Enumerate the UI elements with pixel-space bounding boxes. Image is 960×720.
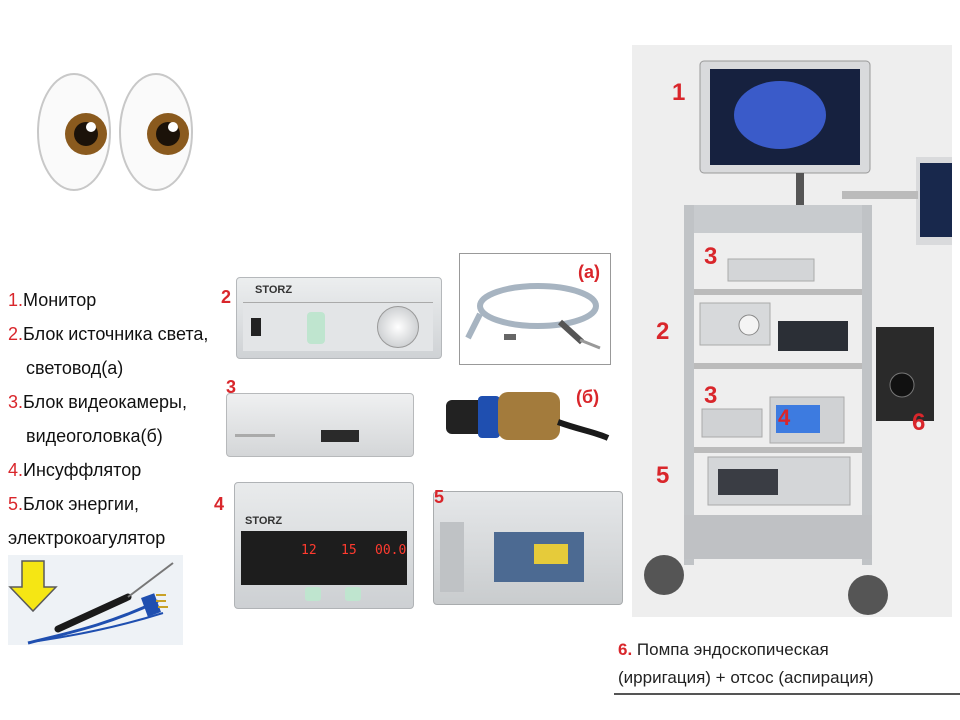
pump-caption-line2: (ирригация) + отсос (аспирация): [618, 668, 874, 687]
camera-unit-image: [226, 393, 414, 457]
caption-underline: [614, 693, 960, 695]
electrocoagulator-drawing: [8, 560, 174, 645]
light-guide-image: [459, 253, 611, 365]
legend-item: видеоголовка(б): [26, 426, 163, 446]
rack-label-camera-mid: 3: [704, 382, 718, 409]
rack-label-energy: 5: [656, 462, 670, 489]
camera-head-image: [446, 392, 610, 441]
rack-label-insufflator: 4: [778, 405, 791, 430]
storz-logo: STORZ: [245, 515, 283, 527]
down-arrow-icon: [8, 560, 58, 613]
label-light-source: 2: [221, 287, 232, 307]
label-insufflator: 4: [214, 494, 225, 514]
legend-item: электрокоагулятор: [8, 528, 166, 548]
energy-unit-image: [433, 491, 623, 605]
endoscopic-rack-image: 1 3 2 3 4 6 5: [632, 45, 952, 617]
legend-item: 5.Блок энергии,: [8, 494, 140, 514]
flow-display: 12: [301, 543, 317, 558]
legend-item: 4.Инсуффлятор: [8, 460, 142, 480]
label-energy-unit: 5: [434, 487, 445, 507]
legend-item: световод(а): [26, 358, 124, 378]
rack-label-monitor: 1: [672, 79, 686, 106]
legend-item: 3.Блок видеокамеры,: [8, 392, 187, 412]
storz-logo: STORZ: [255, 284, 293, 296]
label-camera-head: (б): [576, 387, 600, 407]
pump-caption-line1: 6. Помпа эндоскопическая: [618, 640, 829, 659]
eyes-emoji-icon: [37, 73, 193, 191]
legend-item: 1.Монитор: [8, 290, 97, 310]
pressure-display: 15: [341, 543, 357, 558]
rack-label-light: 2: [656, 318, 670, 345]
rack-label-pump: 6: [912, 409, 926, 436]
label-light-guide: (а): [578, 262, 600, 282]
insufflator-image: STORZ 12 15 00.0: [234, 482, 414, 609]
rack-label-camera-top: 3: [704, 243, 718, 270]
volume-display: 00.0: [375, 543, 407, 558]
light-source-unit-image: STORZ: [236, 277, 442, 359]
legend-item: 2.Блок источника света,: [8, 324, 209, 344]
label-camera-unit: 3: [226, 377, 237, 397]
electrocoagulator-image: [8, 555, 183, 645]
